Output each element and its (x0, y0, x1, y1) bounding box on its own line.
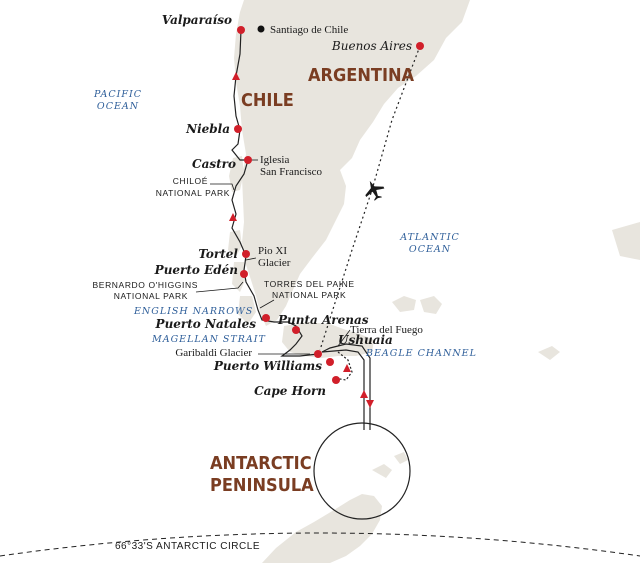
chiloe-island (229, 156, 244, 192)
south-shetland-islands (372, 452, 408, 478)
place-label-garibaldi-glacier: Garibaldi Glacier (175, 347, 252, 359)
south-atlantic-islands (538, 222, 640, 360)
port-marker-puerto-natales (262, 314, 270, 322)
sea-label-english-narrows: ENGLISH NARROWS (133, 306, 253, 317)
antarctic-landmass (262, 494, 382, 563)
sea-label-magellan-strait: MAGELLAN STRAIT (151, 334, 266, 345)
port-label-punta-arenas: Punta Arenas (277, 313, 369, 327)
port-marker-buenos-aires (416, 42, 424, 50)
falkland-islands (392, 296, 442, 314)
place-label-glacier: Glacier (258, 257, 291, 269)
port-label-buenos-aires: Buenos Aires (331, 39, 412, 53)
port-label-puerto-williams: Puerto Williams (213, 359, 322, 373)
cruise-route-antarctica-return (321, 343, 371, 430)
port-label-cape-horn: Cape Horn (254, 384, 326, 398)
region-label-chile: CHILE (241, 90, 294, 111)
region-label-argentina: ARGENTINA (308, 65, 415, 86)
cruise-route-cape-horn-loop (333, 351, 353, 381)
direction-arrow-icon (360, 390, 368, 398)
south-america-landmass (234, 0, 470, 326)
land-layer (228, 0, 640, 563)
route-arrows (229, 72, 374, 408)
capital-dot-icon (257, 25, 265, 33)
sea-label-atlantic: ATLANTIC (399, 232, 460, 243)
region-label-peninsula: PENINSULA (210, 475, 314, 496)
region-label-antarctic: ANTARCTIC (210, 453, 312, 474)
park-label-torres: TORRES DEL PAINE (264, 279, 355, 289)
port-label-castro: Castro (192, 157, 236, 171)
port-marker-punta-arenas (292, 326, 300, 334)
tierra-del-fuego-island (282, 322, 374, 358)
port-label-puerto-natales: Puerto Natales (155, 317, 257, 331)
port-label-ushuaia: Ushuaia (338, 333, 393, 347)
place-label-pio-xi: Pio XI (258, 245, 287, 257)
antarctic-cruise-circle (313, 422, 411, 520)
port-marker-valparaiso (237, 26, 245, 34)
cruise-route-antarctica-out (321, 349, 365, 430)
port-marker-ushuaia (314, 350, 322, 358)
park-label-torres-np: NATIONAL PARK (272, 290, 346, 300)
park-label-bernardo: BERNARDO O'HIGGINS (93, 280, 198, 290)
direction-arrow-icon (343, 364, 351, 372)
airplane-icon (365, 180, 385, 201)
sea-label-atlantic-ocean: OCEAN (409, 244, 451, 255)
port-marker-puerto-williams (326, 358, 334, 366)
place-label-tierra-del-fuego: Tierra del Fuego (350, 324, 423, 336)
port-marker-puerto-eden (240, 270, 248, 278)
port-label-tortel: Tortel (198, 247, 238, 261)
port-label-niebla: Niebla (185, 122, 230, 136)
antarctic-circle-label: 66°33'S ANTARCTIC CIRCLE (115, 541, 260, 552)
leader-lines (195, 159, 351, 355)
park-label-chiloe-np: NATIONAL PARK (156, 188, 230, 198)
port-label-valparaiso: Valparaíso (162, 13, 232, 27)
sea-label-beagle-channel: BEAGLE CHANNEL (365, 348, 477, 359)
direction-arrow-icon (229, 213, 237, 221)
direction-arrow-icon (366, 400, 374, 408)
place-label-iglesia: Iglesia (260, 154, 289, 166)
port-markers (234, 26, 424, 384)
antarctic-circle-line (0, 532, 640, 557)
place-label-santiago: Santiago de Chile (270, 24, 348, 36)
port-marker-cape-horn (332, 376, 340, 384)
place-label-san-francisco: San Francisco (260, 166, 323, 178)
port-marker-tortel (242, 250, 250, 258)
port-marker-niebla (234, 125, 242, 133)
park-label-bernardo-np: NATIONAL PARK (114, 291, 188, 301)
sea-label-pacific: PACIFIC (93, 89, 142, 100)
sea-label-pacific-ocean: OCEAN (97, 101, 139, 112)
direction-arrow-icon (232, 72, 240, 80)
flight-route (319, 45, 421, 351)
park-label-chiloe: CHILOÉ (173, 176, 208, 186)
port-label-puerto-eden: Puerto Edén (154, 263, 238, 277)
port-marker-castro (244, 156, 252, 164)
